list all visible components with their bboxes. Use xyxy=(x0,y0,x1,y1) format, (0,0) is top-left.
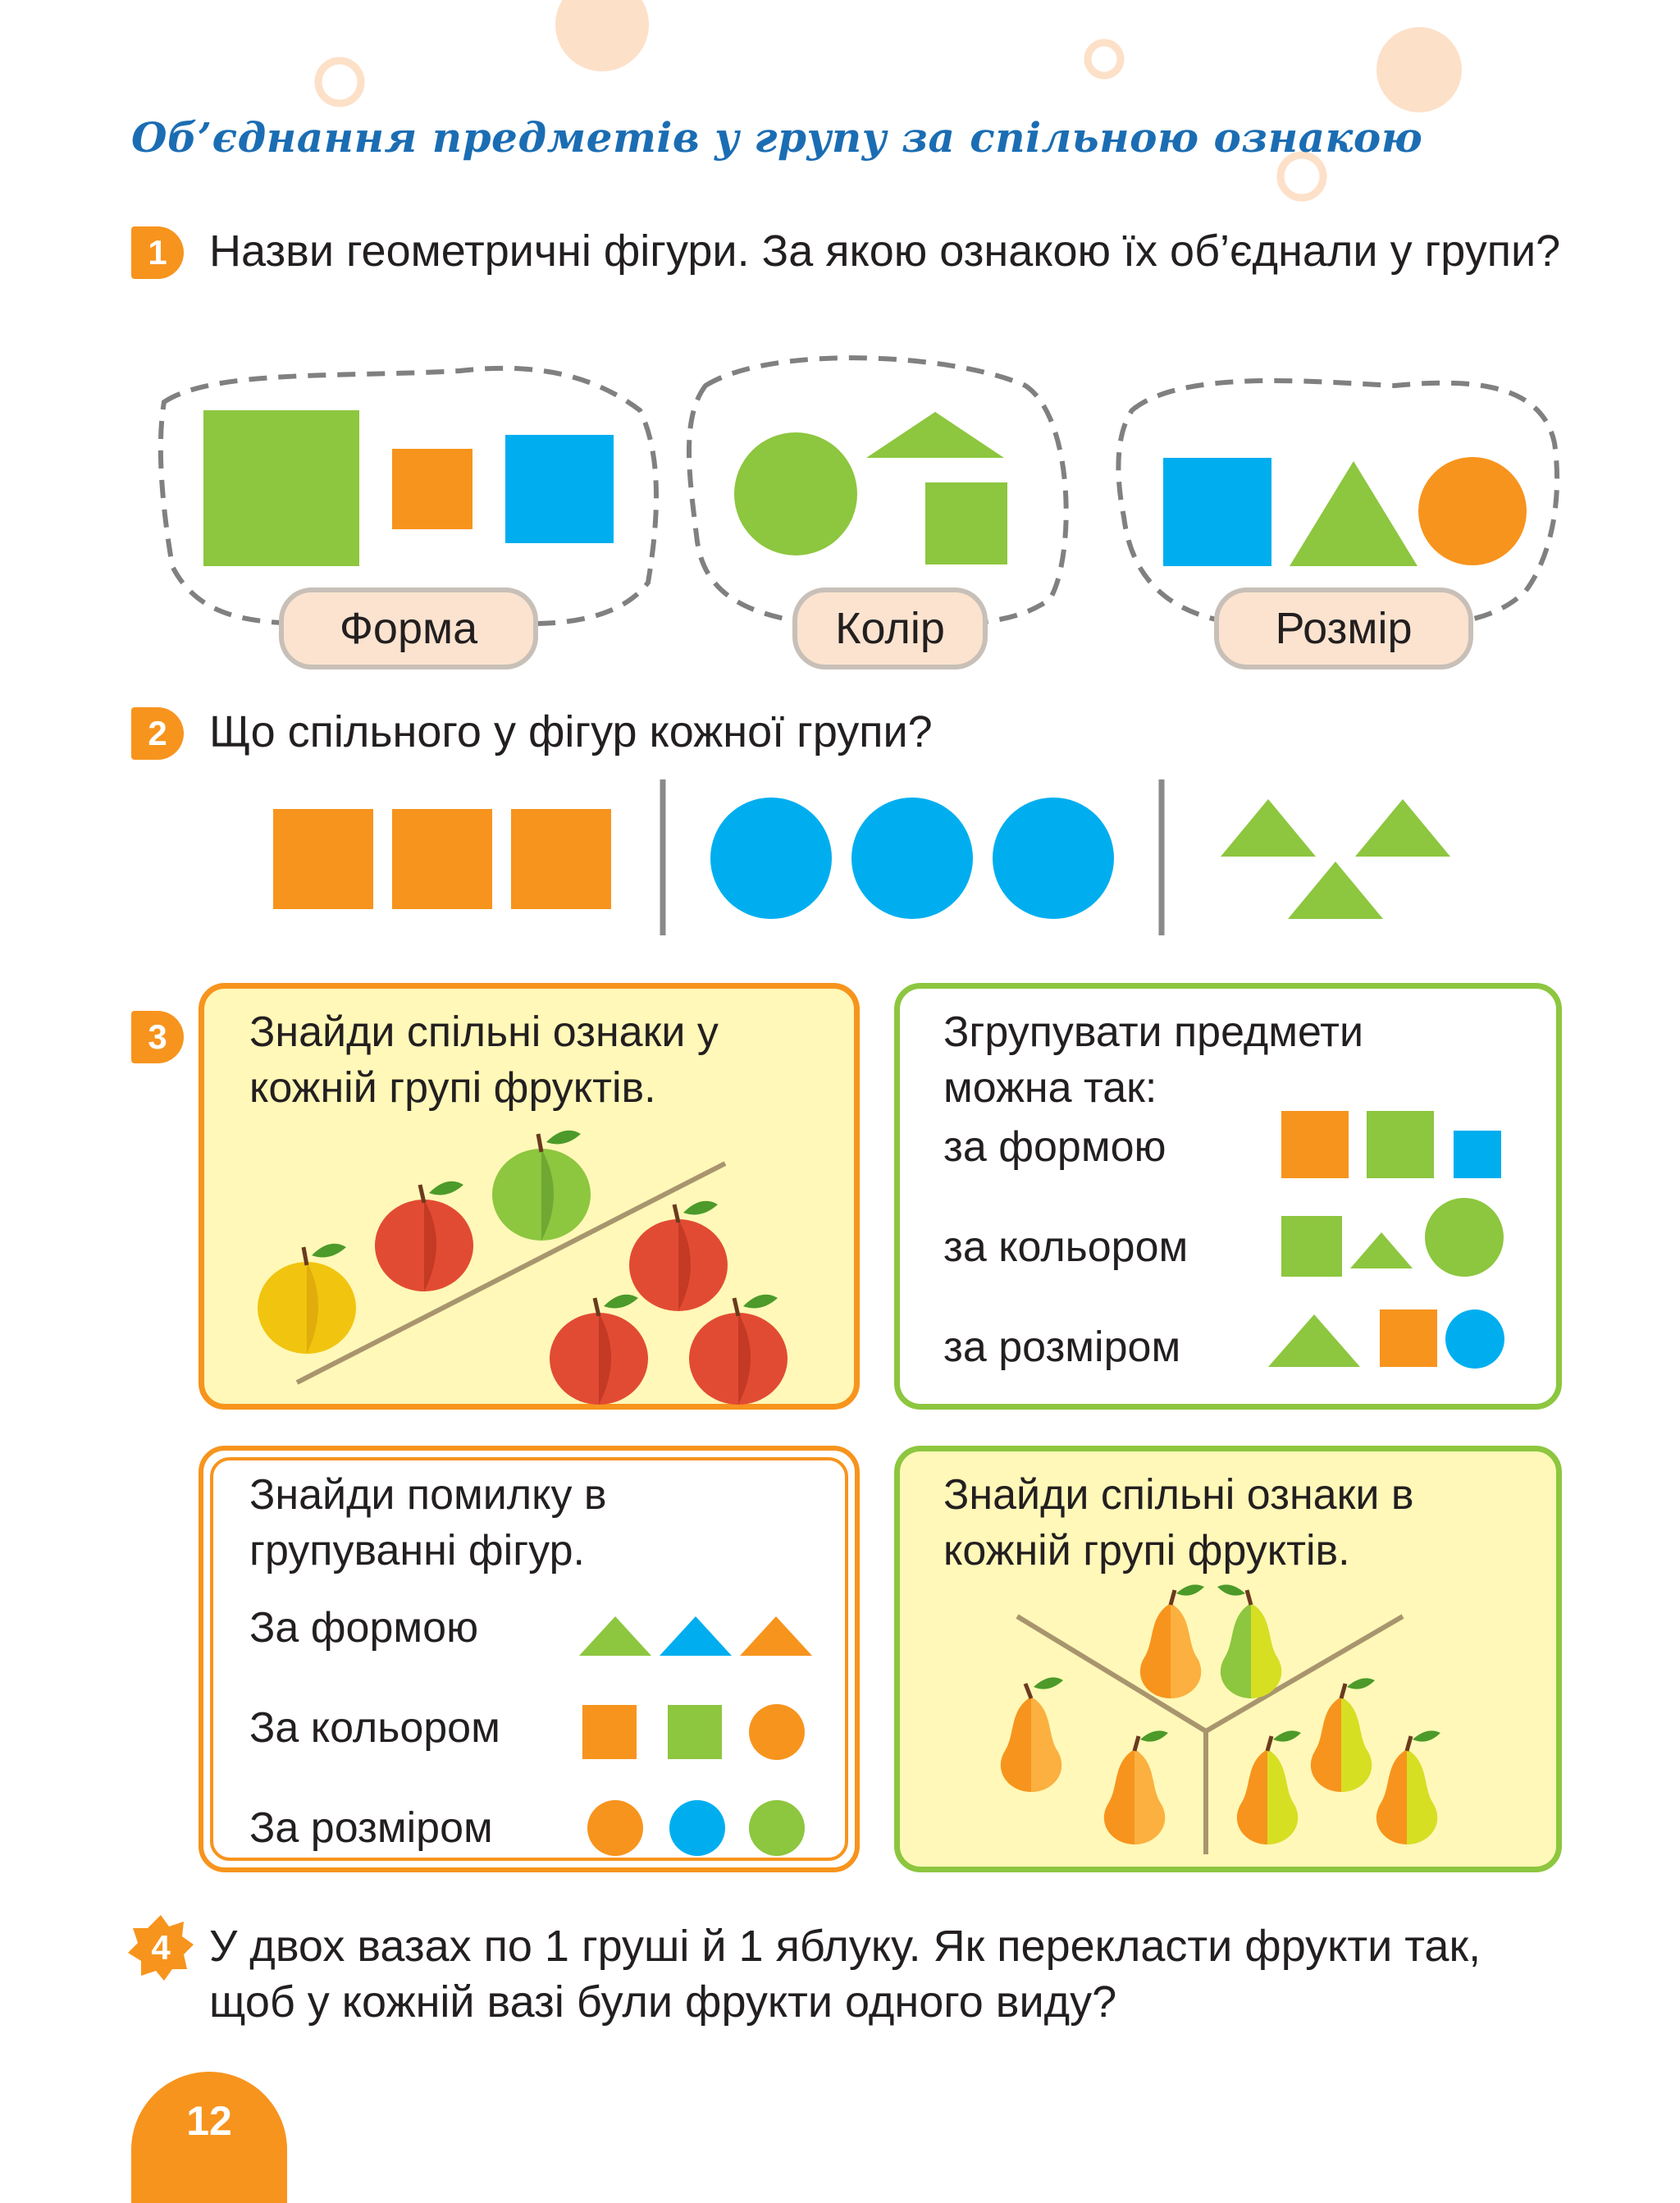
pear-orange-green-3 xyxy=(1376,1730,1440,1844)
grouping-examples xyxy=(1268,1111,1504,1369)
task1-text: Назви геометричні фігури. За якою ознако… xyxy=(209,226,1561,276)
pear-orange-green-1 xyxy=(1310,1678,1375,1792)
pear-orange-3 xyxy=(1103,1730,1168,1844)
pear-orange-2 xyxy=(1000,1677,1063,1792)
error-examples xyxy=(579,1616,812,1856)
error-row-color: За кольором xyxy=(249,1704,500,1752)
task3-number-badge: 3 xyxy=(131,1011,184,1063)
apple-red-4 xyxy=(689,1294,788,1405)
box-pears-text: Знайди спільні ознаки в кожній групі фру… xyxy=(943,1471,1414,1575)
apple-red-1 xyxy=(375,1181,473,1291)
page-title: Об’єднання предметів у групу за спільною… xyxy=(131,113,1423,162)
task4-star-badge xyxy=(128,1915,194,1981)
task2-shape-groups xyxy=(273,779,1450,935)
task4-text: У двох вазах по 1 груші й 1 яблуку. Як п… xyxy=(209,1922,1481,2027)
apple-red-3 xyxy=(550,1294,648,1405)
group-row-color: за кольором xyxy=(943,1223,1189,1271)
task1-shape-groups xyxy=(158,355,1560,626)
box-apples-text: Знайди спільні ознаки у кожній групі фру… xyxy=(249,1008,719,1112)
decor-circles xyxy=(314,0,1462,202)
box-find-error xyxy=(199,1446,860,1872)
label-forma: Форма xyxy=(279,587,538,670)
error-row-size: За розміром xyxy=(249,1804,493,1852)
apple-red-2 xyxy=(629,1200,728,1311)
apples-illustration xyxy=(258,1130,788,1405)
group-row-size: за розміром xyxy=(943,1323,1181,1371)
box-error-title: Знайди помилку в групуванні фігур. xyxy=(249,1471,607,1575)
pear-green-yellow xyxy=(1217,1584,1282,1698)
task4-number: 4 xyxy=(151,1928,171,1967)
label-rozmir: Розмір xyxy=(1214,587,1473,670)
pears-illustration xyxy=(1000,1584,1440,1854)
pear-orange-green-2 xyxy=(1236,1730,1301,1844)
page-number: 12 xyxy=(131,2072,287,2203)
error-row-shape: За формою xyxy=(249,1604,479,1652)
label-kolir: Колір xyxy=(792,587,988,670)
box-grouping-title: Згрупувати предмети можна так: xyxy=(943,1008,1364,1112)
group-row-shape: за формою xyxy=(943,1123,1166,1171)
apple-yellow xyxy=(258,1243,356,1354)
pear-orange-1 xyxy=(1139,1584,1204,1698)
task1-number-badge: 1 xyxy=(131,226,184,279)
task2-number-badge: 2 xyxy=(131,707,184,760)
apple-green xyxy=(492,1130,591,1241)
task2-text: Що спільного у фігур кожної групи? xyxy=(209,707,933,756)
